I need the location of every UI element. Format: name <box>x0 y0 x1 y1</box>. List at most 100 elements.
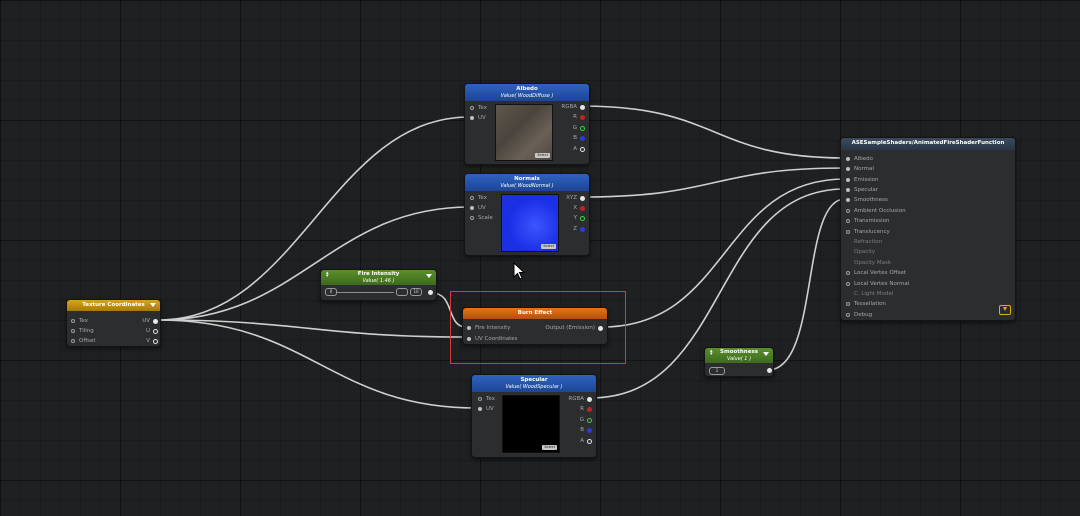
wire-texcoord-normals-uv <box>157 206 471 321</box>
specular-output-rgba[interactable]: RGBA <box>568 395 592 403</box>
texture-coordinates-output-v[interactable]: V <box>146 337 158 345</box>
albedo-output-rgba[interactable]: RGBA <box>561 103 585 111</box>
texture-coordinates-input-offset[interactable]: Offset <box>71 337 96 345</box>
master-input-emission[interactable]: Emission <box>846 176 878 184</box>
albedo-output-r[interactable]: R <box>573 113 585 121</box>
fire-intensity-value-field[interactable] <box>396 288 408 296</box>
fire-intensity-slider[interactable] <box>337 291 394 293</box>
reorder-arrows-icon[interactable]: ▴▾ <box>326 270 329 279</box>
texture-coordinates-input-tex[interactable]: Tex <box>71 317 88 325</box>
reorder-arrows-icon[interactable]: ▴▾ <box>710 348 713 357</box>
wire-normals-master <box>581 167 846 198</box>
specular-input-uv[interactable]: UV <box>478 405 494 413</box>
master-input-albedo[interactable]: Albedo <box>846 155 873 163</box>
fire-intensity-min-field[interactable]: 0 <box>325 288 337 296</box>
albedo-output-a[interactable]: A <box>573 145 585 153</box>
albedo-texture-preview[interactable]: Select <box>495 104 553 161</box>
smoothness-node-title: Smoothness <box>720 349 758 355</box>
normals-input-scale[interactable]: Scale <box>470 214 493 222</box>
fire-intensity-node-title: Fire Intensity <box>357 271 400 277</box>
fire-intensity-slider-row[interactable]: 0 10 <box>325 288 433 296</box>
specular-output-a[interactable]: A <box>580 437 592 445</box>
normals-output-y[interactable]: Y <box>574 214 586 222</box>
master-output-node-title: ASESampleShaders/AnimatedFireShaderFunct… <box>851 140 1005 146</box>
albedo-select-button[interactable]: Select <box>535 153 550 158</box>
specular-select-button[interactable]: Select <box>542 445 557 450</box>
normals-output-xyz[interactable]: XYZ <box>566 194 585 202</box>
albedo-output-g[interactable]: G <box>573 124 586 132</box>
master-input-local-vertex-offset[interactable]: Local Vertex Offset <box>846 269 906 277</box>
specular-output-b[interactable]: B <box>580 426 592 434</box>
smoothness-node[interactable]: ▴▾ Smoothness Value( 1 ) 1 <box>704 347 774 377</box>
albedo-node-subtitle: Value( WoodDiffuse ) <box>500 92 554 99</box>
texture-coordinates-input-tiling[interactable]: Tiling <box>71 327 94 335</box>
normals-output-x[interactable]: X <box>573 204 585 212</box>
smoothness-node-subtitle: Value( 1 ) <box>726 355 752 362</box>
albedo-input-tex[interactable]: Tex <box>470 104 487 112</box>
master-input-specular[interactable]: Specular <box>846 186 878 194</box>
wire-texcoord-specular-uv <box>157 319 478 409</box>
specular-output-g[interactable]: G <box>580 416 593 424</box>
master-input-opacity-mask: Opacity Mask <box>854 260 892 266</box>
burn-effect-output-emission[interactable]: Output (Emission) <box>545 324 603 332</box>
master-input-tessellation[interactable]: Tessellation <box>846 300 886 308</box>
selection-rectangle <box>450 291 626 364</box>
normals-input-uv[interactable]: UV <box>470 204 486 212</box>
wire-burn-master <box>601 178 846 328</box>
chevron-down-icon[interactable] <box>426 274 432 278</box>
specular-input-tex[interactable]: Tex <box>478 395 495 403</box>
master-input-ambient-occlusion[interactable]: Ambient Occlusion <box>846 207 906 215</box>
chevron-down-icon[interactable] <box>763 352 769 356</box>
master-input-smoothness[interactable]: Smoothness <box>846 196 888 204</box>
smoothness-value-field[interactable]: 1 <box>709 367 725 375</box>
master-input-debug[interactable]: Debug <box>846 311 872 319</box>
texture-coordinates-node-title: Texture Coordinates <box>82 302 145 308</box>
normals-select-button[interactable]: Select <box>541 244 556 249</box>
albedo-node[interactable]: Albedo Value( WoodDiffuse ) Tex UV Selec… <box>464 83 590 165</box>
albedo-node-header[interactable]: Albedo Value( WoodDiffuse ) <box>465 84 589 101</box>
master-output-node[interactable]: ASESampleShaders/AnimatedFireShaderFunct… <box>840 137 1016 321</box>
albedo-output-b[interactable]: B <box>573 134 585 142</box>
burn-effect-input-fire-intensity[interactable]: Fire Intensity <box>467 324 511 332</box>
master-input-transmission[interactable]: Transmission <box>846 217 890 225</box>
texture-coordinates-output-u[interactable]: U <box>146 327 159 335</box>
burn-effect-input-uv-coordinates[interactable]: UV Coordinates <box>467 335 518 343</box>
wire-albedo-master <box>581 105 846 159</box>
normals-output-z[interactable]: Z <box>573 225 585 233</box>
smoothness-node-header[interactable]: ▴▾ Smoothness Value( 1 ) <box>705 348 773 363</box>
specular-node-header[interactable]: Specular Value( WoodSpecular ) <box>472 375 596 392</box>
specular-node[interactable]: Specular Value( WoodSpecular ) Tex UV Se… <box>471 374 597 458</box>
normals-input-tex[interactable]: Tex <box>470 194 487 202</box>
burn-effect-node[interactable]: Burn Effect Fire Intensity UV Coordinate… <box>462 307 608 345</box>
master-input-normal[interactable]: Normal <box>846 165 874 173</box>
fire-intensity-node[interactable]: ▴▾ Fire Intensity Value( 1.46 ) 0 10 <box>320 269 437 301</box>
mouse-cursor-icon <box>513 262 525 280</box>
texture-coordinates-node-header[interactable]: Texture Coordinates <box>67 300 160 311</box>
wire-texcoord-burn-uv <box>157 319 467 338</box>
save-icon[interactable] <box>999 305 1011 315</box>
burn-effect-node-title: Burn Effect <box>517 310 553 316</box>
normals-node[interactable]: Normals Value( WoodNormal ) Tex UV Scale… <box>464 173 590 256</box>
specular-texture-preview[interactable]: Select <box>502 395 560 453</box>
master-input-light-model: C. Light Model <box>854 291 894 297</box>
wire-smoothness-master <box>767 198 846 371</box>
texture-coordinates-node[interactable]: Texture Coordinates Tex Tiling Offset UV… <box>66 299 161 347</box>
normals-node-subtitle: Value( WoodNormal ) <box>500 182 554 189</box>
master-output-node-header[interactable]: ASESampleShaders/AnimatedFireShaderFunct… <box>841 138 1015 150</box>
burn-effect-node-header[interactable]: Burn Effect <box>463 308 607 319</box>
albedo-input-uv[interactable]: UV <box>470 114 486 122</box>
fire-intensity-node-header[interactable]: ▴▾ Fire Intensity Value( 1.46 ) <box>321 270 436 285</box>
normals-texture-preview[interactable]: Select <box>501 194 559 252</box>
texture-coordinates-output-uv[interactable]: UV <box>142 317 158 325</box>
master-input-translucency[interactable]: Translucency <box>846 228 890 236</box>
fire-intensity-node-subtitle: Value( 1.46 ) <box>362 277 395 284</box>
master-input-local-vertex-normal[interactable]: Local Vertex Normal <box>846 280 909 288</box>
specular-output-r[interactable]: R <box>580 405 592 413</box>
master-input-refraction: Refraction <box>854 239 883 245</box>
specular-node-title: Specular <box>520 377 548 383</box>
normals-node-header[interactable]: Normals Value( WoodNormal ) <box>465 174 589 191</box>
fire-intensity-max-field[interactable]: 10 <box>410 288 422 296</box>
chevron-down-icon[interactable] <box>150 303 156 307</box>
master-input-opacity: Opacity <box>854 249 876 255</box>
specular-node-subtitle: Value( WoodSpecular ) <box>505 383 563 390</box>
